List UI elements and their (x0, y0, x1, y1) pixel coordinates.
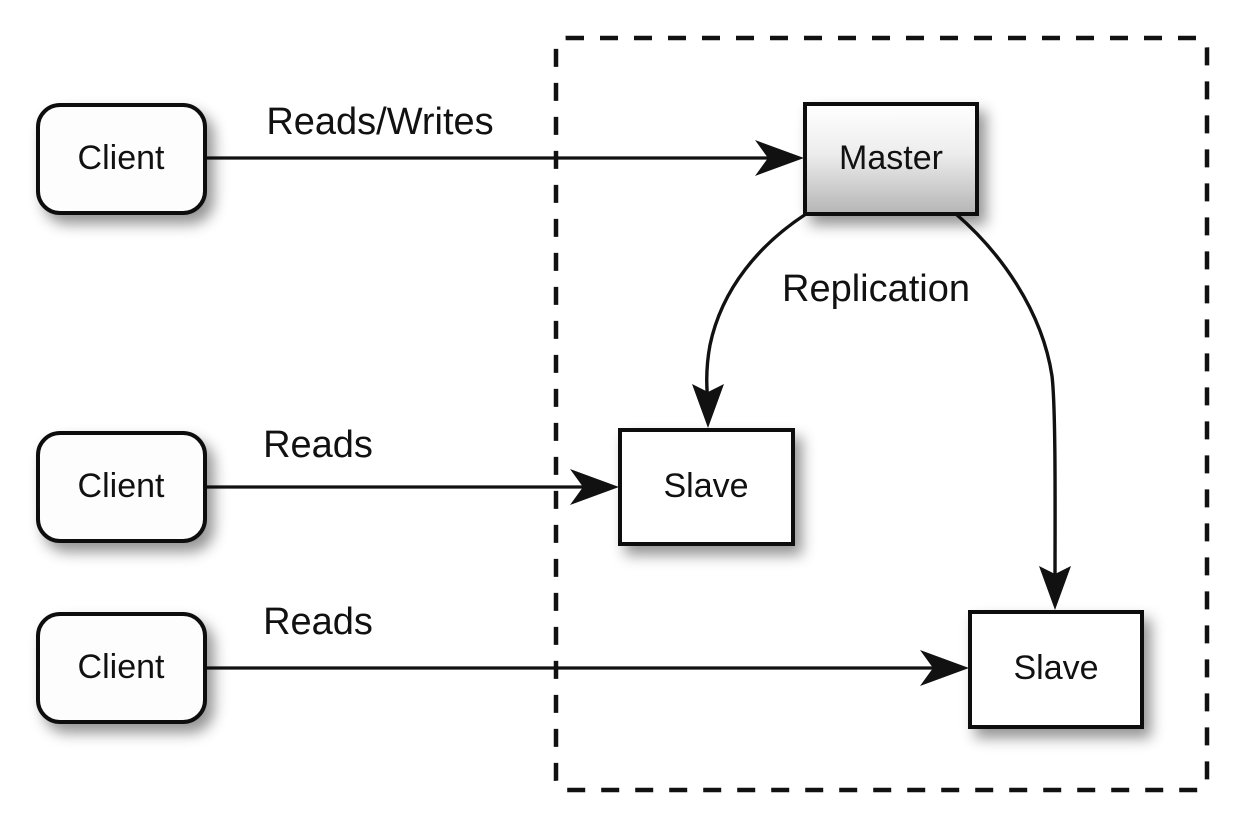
client-top-box[interactable] (36, 103, 207, 215)
slave-middle-label: Slave (663, 467, 748, 505)
arrowhead-icon (570, 469, 619, 505)
node-client-middle[interactable]: Client (36, 431, 207, 543)
node-client-top[interactable]: Client (36, 103, 207, 215)
edge-label-reads-middle: Reads (263, 424, 373, 466)
slave-middle-box[interactable] (618, 428, 795, 546)
edge-master-to-slave-bottom (954, 212, 1071, 610)
database-cluster-region (553, 35, 1210, 793)
slave-bottom-label: Slave (1013, 649, 1098, 687)
client-top-label: Client (78, 139, 165, 177)
master-box[interactable] (803, 102, 979, 216)
client-bottom-box[interactable] (36, 612, 207, 724)
slave-bottom-box[interactable] (968, 610, 1144, 729)
arrowhead-icon (920, 650, 969, 686)
edge-curve (954, 212, 1057, 587)
master-label: Master (839, 139, 943, 177)
edge-curve (705, 212, 807, 405)
client-bottom-label: Client (78, 648, 165, 686)
edge-label-reads-bottom: Reads (263, 601, 373, 643)
node-client-bottom[interactable]: Client (36, 612, 207, 724)
edge-master-to-slave-middle (692, 212, 807, 428)
edge-client-middle-to-slave-middle (206, 469, 619, 505)
arrowhead-icon (692, 384, 724, 428)
edge-label-replication: Replication (782, 268, 970, 310)
edge-label-reads-writes: Reads/Writes (266, 101, 493, 143)
edge-client-top-to-master (206, 140, 804, 176)
node-slave-bottom[interactable]: Slave (968, 610, 1144, 729)
node-master[interactable]: Master (803, 102, 979, 216)
edge-client-bottom-to-slave-bottom (206, 650, 969, 686)
client-middle-box[interactable] (36, 431, 207, 543)
arrowhead-icon (1039, 566, 1071, 610)
arrowhead-icon (755, 140, 804, 176)
node-slave-middle[interactable]: Slave (618, 428, 795, 546)
client-middle-label: Client (78, 467, 165, 505)
